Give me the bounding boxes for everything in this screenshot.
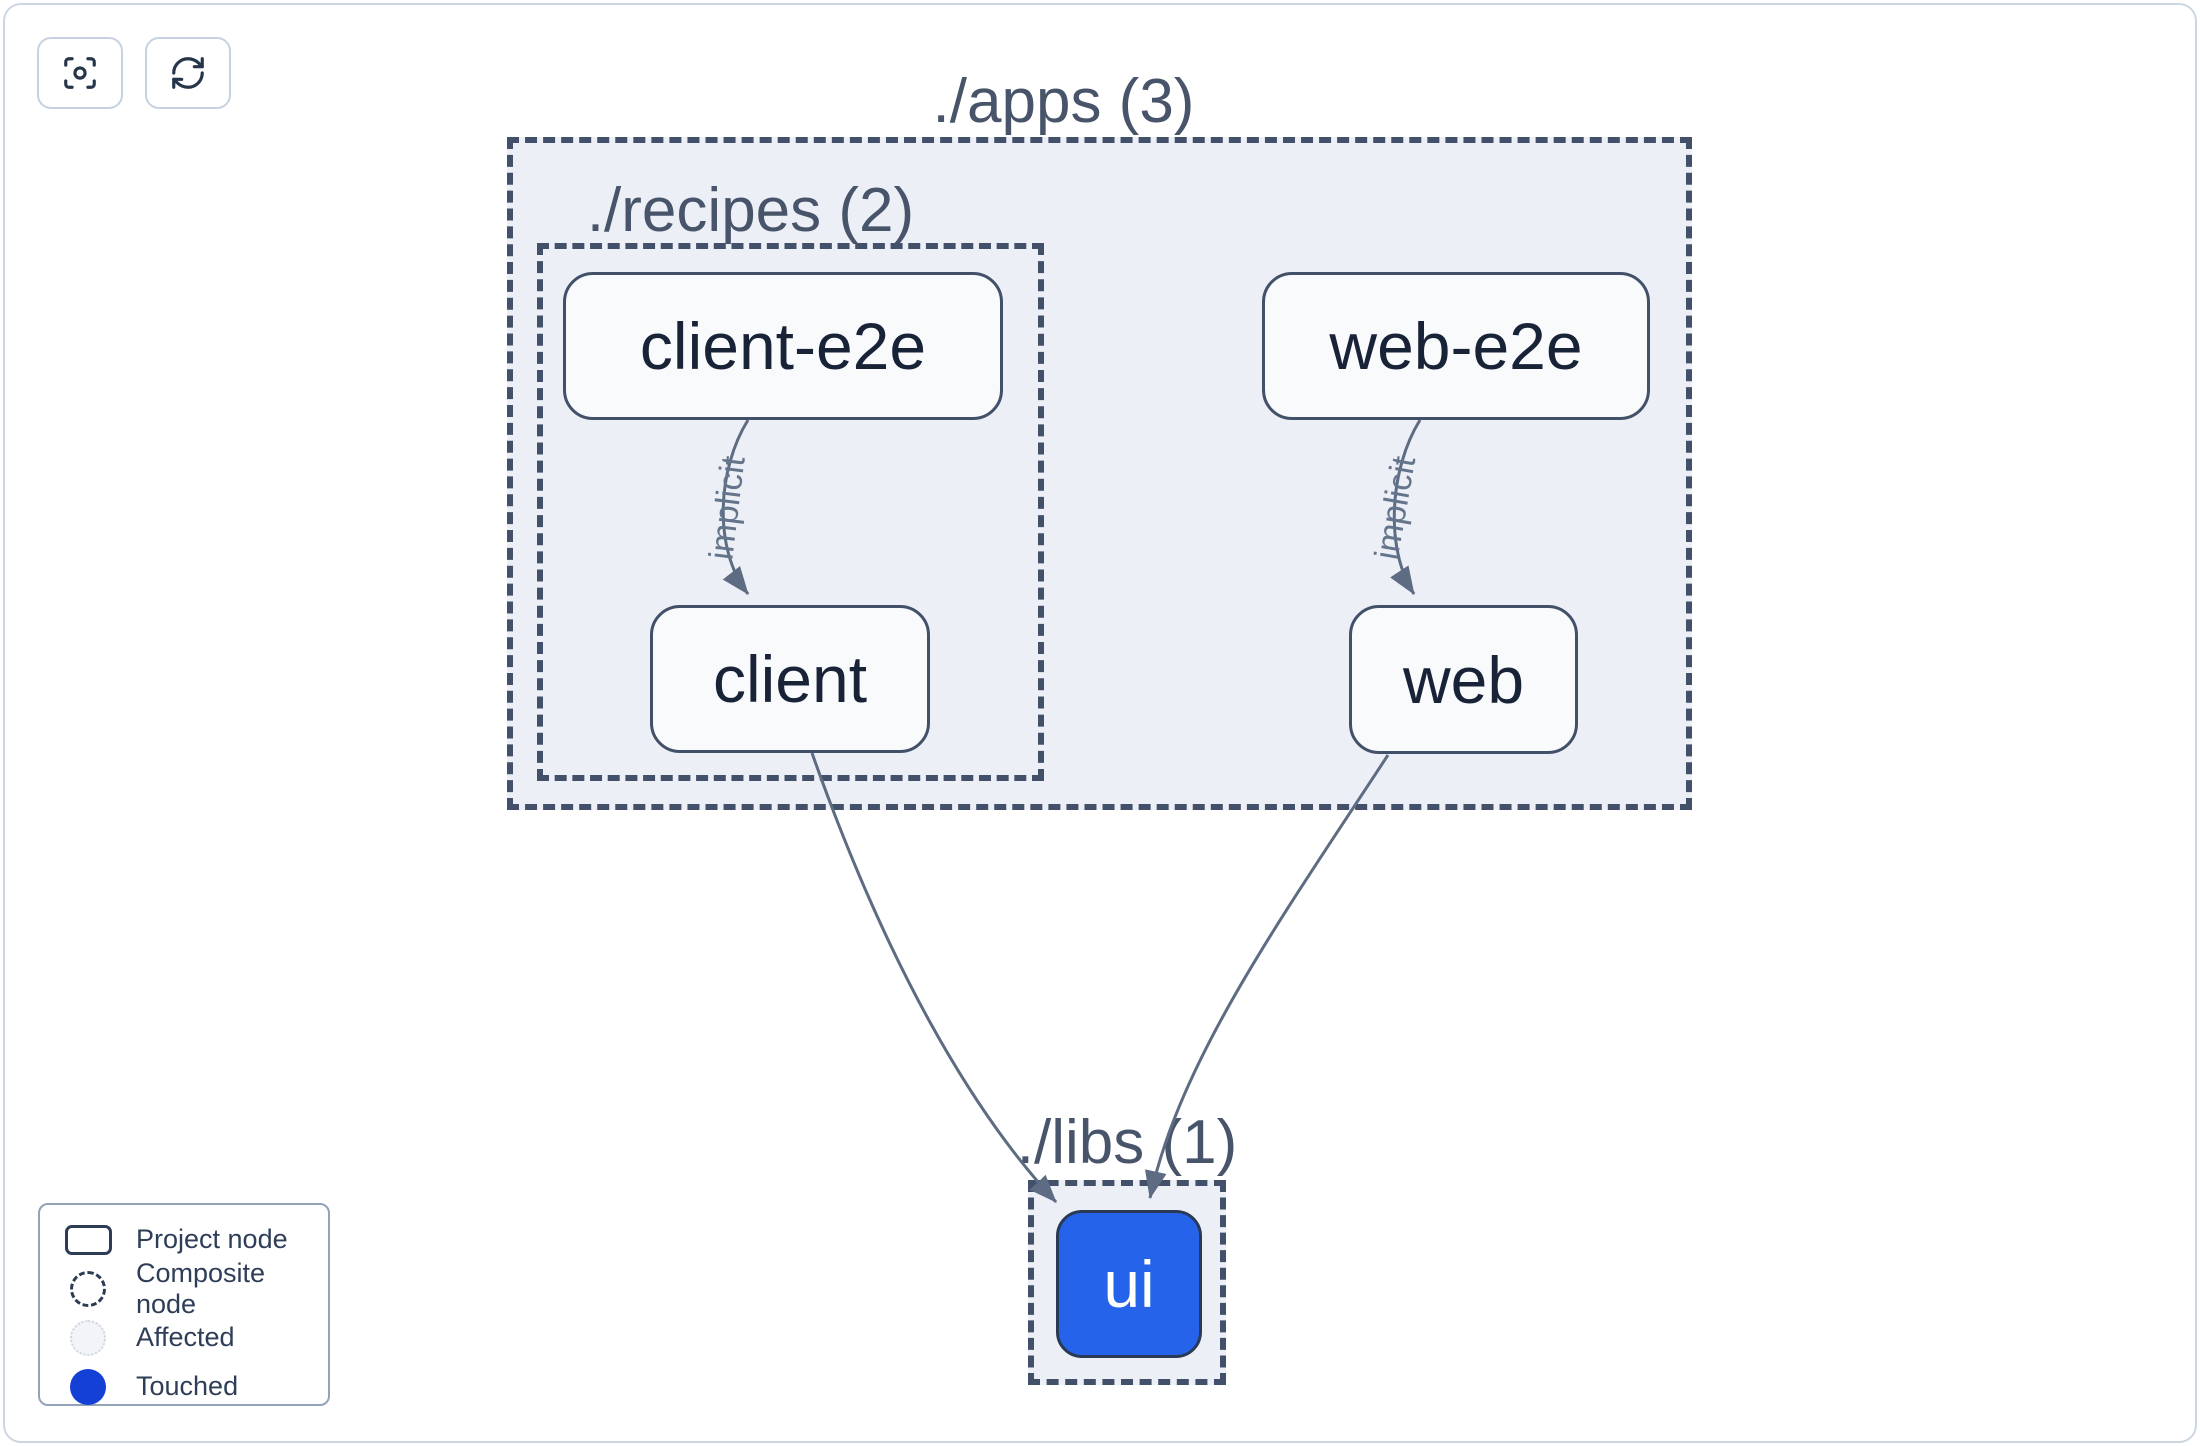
project-node-ui[interactable]: ui (1056, 1210, 1202, 1358)
project-node-client-e2e[interactable]: client-e2e (563, 272, 1003, 420)
graph-legend: Project node Composite node Affected Tou… (38, 1203, 330, 1406)
legend-item-affected: Affected (40, 1313, 328, 1362)
node-label: ui (1103, 1247, 1155, 1321)
touched-swatch (70, 1368, 106, 1405)
node-label: web (1402, 642, 1525, 717)
legend-label: Project node (136, 1224, 288, 1254)
project-node-web[interactable]: web (1349, 605, 1578, 754)
legend-item-composite-node: Composite node (40, 1258, 328, 1319)
center-graph-button[interactable] (37, 37, 123, 109)
edge-web-e2e-to-web[interactable] (1390, 419, 1422, 595)
composite-label-recipes: ./recipes (2) (586, 176, 915, 245)
edge-client-to-ui[interactable] (810, 752, 1058, 1204)
legend-item-project-node: Project node (40, 1215, 328, 1264)
edge-web-to-ui[interactable] (1145, 754, 1390, 1199)
project-node-web-e2e[interactable]: web-e2e (1262, 272, 1650, 420)
node-label: client (712, 642, 868, 716)
legend-label: Affected (136, 1322, 235, 1352)
project-node-client[interactable]: client (650, 605, 930, 753)
refresh-graph-button[interactable] (145, 37, 231, 109)
project-node-swatch (64, 1224, 112, 1255)
legend-item-touched: Touched (40, 1362, 328, 1411)
composite-label-apps: ./apps (3) (932, 67, 1195, 136)
node-label: web-e2e (1329, 309, 1583, 383)
refresh-icon (169, 54, 207, 92)
composite-node-swatch (70, 1270, 106, 1307)
affected-swatch (70, 1319, 106, 1356)
focus-icon (61, 54, 99, 92)
legend-label: Touched (136, 1371, 239, 1401)
edge-client-e2e-to-client[interactable] (721, 419, 750, 595)
legend-label: Composite node (136, 1257, 266, 1319)
composite-label-libs: ./libs (1) (1016, 1108, 1238, 1177)
node-label: client-e2e (639, 309, 927, 383)
graph-toolbar (37, 37, 231, 109)
